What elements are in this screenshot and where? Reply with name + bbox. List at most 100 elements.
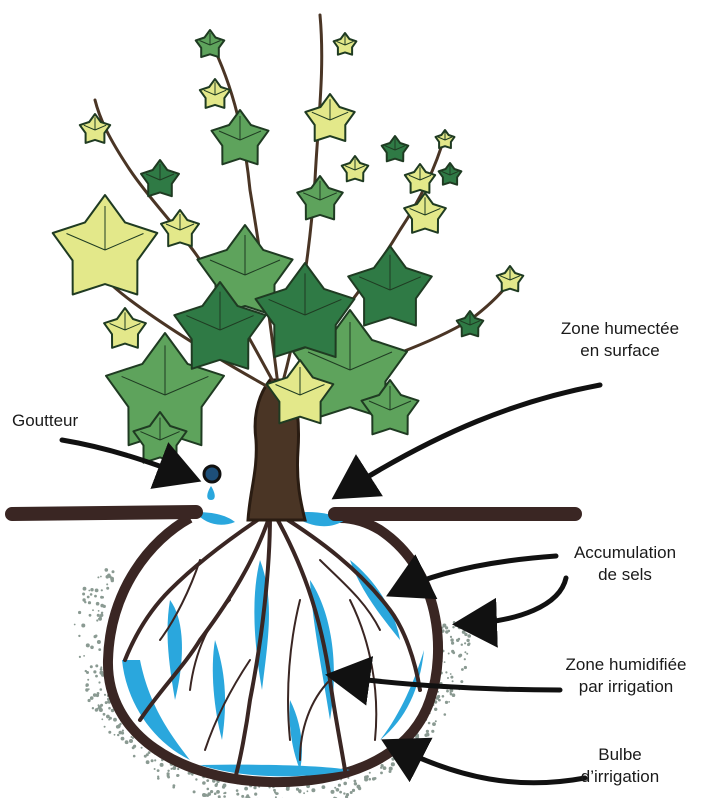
salt-dot	[334, 787, 336, 789]
salt-dot	[106, 583, 108, 585]
salt-dot	[445, 671, 447, 673]
salt-dot	[90, 646, 94, 650]
salt-dot	[354, 780, 357, 783]
salt-dot	[122, 730, 124, 732]
salt-dot	[106, 575, 110, 579]
salt-dot	[461, 668, 464, 671]
salt-dot	[207, 788, 210, 791]
salt-dot	[125, 740, 129, 744]
label-zone-humidifiee-line2: par irrigation	[545, 676, 707, 698]
salt-dot	[95, 675, 98, 678]
salt-dot	[95, 635, 98, 638]
salt-dot	[112, 570, 115, 573]
label-bulbe-line1: Bulbe	[570, 744, 670, 766]
salt-dot	[343, 782, 347, 786]
salt-dot	[89, 614, 92, 617]
salt-dot	[444, 713, 447, 716]
salt-dot	[101, 612, 103, 614]
salt-dot	[92, 609, 94, 611]
salt-dot	[223, 795, 226, 798]
salt-dot	[244, 787, 248, 791]
salt-dot	[451, 642, 454, 645]
label-accumulation-line1: Accumulation	[550, 542, 700, 564]
salt-dot	[296, 788, 299, 791]
salt-dot	[106, 587, 109, 590]
salt-dot	[447, 677, 449, 679]
label-zone-humectee: Zone humectée en surface	[545, 318, 695, 362]
salt-dot	[450, 638, 453, 641]
salt-dot	[90, 588, 93, 591]
salt-dot	[133, 745, 136, 748]
label-zone-humectee-line1: Zone humectée	[545, 318, 695, 340]
salt-dot	[336, 788, 340, 792]
salt-dot	[78, 635, 80, 637]
salt-dot	[114, 734, 116, 736]
salt-dot	[253, 786, 256, 789]
salt-dot	[121, 737, 125, 741]
salt-dot	[444, 661, 446, 663]
salt-dot	[106, 715, 110, 719]
salt-dot	[450, 673, 452, 675]
salt-dot	[460, 680, 463, 683]
salt-dot	[462, 630, 466, 634]
salt-dot	[79, 656, 81, 658]
salt-dot	[383, 766, 387, 770]
salt-dot	[83, 587, 87, 591]
salt-dot	[100, 576, 102, 578]
salt-dot	[104, 694, 106, 696]
salt-dot	[450, 693, 453, 696]
salt-dot	[464, 666, 467, 669]
salt-dot	[93, 693, 97, 697]
label-zone-humectee-line2: en surface	[545, 340, 695, 362]
salt-dot	[322, 785, 326, 789]
salt-dot	[286, 787, 290, 791]
salt-dot	[358, 787, 361, 790]
salt-dot	[133, 755, 136, 758]
salt-dot	[104, 726, 106, 728]
salt-dot	[90, 696, 94, 700]
salt-dot	[458, 638, 460, 640]
salt-dot	[86, 683, 89, 686]
salt-dot	[216, 790, 220, 794]
salt-dot	[157, 769, 160, 772]
salt-dot	[445, 630, 448, 633]
salt-dot	[343, 792, 345, 794]
salt-dot	[453, 621, 456, 624]
salt-dot	[426, 730, 429, 733]
salt-dot	[193, 790, 196, 793]
salt-dot	[431, 730, 434, 733]
salt-dot	[171, 768, 173, 770]
salt-dot	[303, 792, 305, 794]
salt-dot	[74, 624, 76, 626]
salt-dot	[100, 614, 103, 617]
salt-dot	[461, 644, 463, 646]
salt-dot	[151, 759, 154, 762]
salt-dot	[368, 778, 371, 781]
salt-dot	[273, 789, 276, 792]
salt-dot	[177, 768, 179, 770]
salt-dot	[93, 670, 96, 673]
salt-dot	[391, 762, 395, 766]
salt-dot	[338, 784, 341, 787]
salt-dot	[103, 605, 106, 608]
salt-dot	[78, 611, 81, 614]
salt-dot	[455, 625, 457, 627]
arrow-bulbe	[390, 744, 585, 783]
salt-dot	[307, 790, 309, 792]
salt-dot	[97, 614, 100, 617]
salt-dot	[167, 776, 170, 779]
salt-dot	[90, 665, 93, 668]
salt-dot	[452, 680, 454, 682]
salt-dot	[108, 731, 111, 734]
label-goutteur-text: Goutteur	[12, 410, 78, 432]
salt-dot	[432, 722, 436, 726]
salt-dot	[157, 776, 159, 778]
salt-dot	[236, 793, 239, 796]
label-accumulation: Accumulation de sels	[550, 542, 700, 586]
salt-dot	[100, 688, 103, 691]
salt-dot	[458, 654, 461, 657]
salt-dot	[466, 653, 468, 655]
salt-dot	[352, 789, 355, 792]
salt-dot	[448, 653, 450, 655]
